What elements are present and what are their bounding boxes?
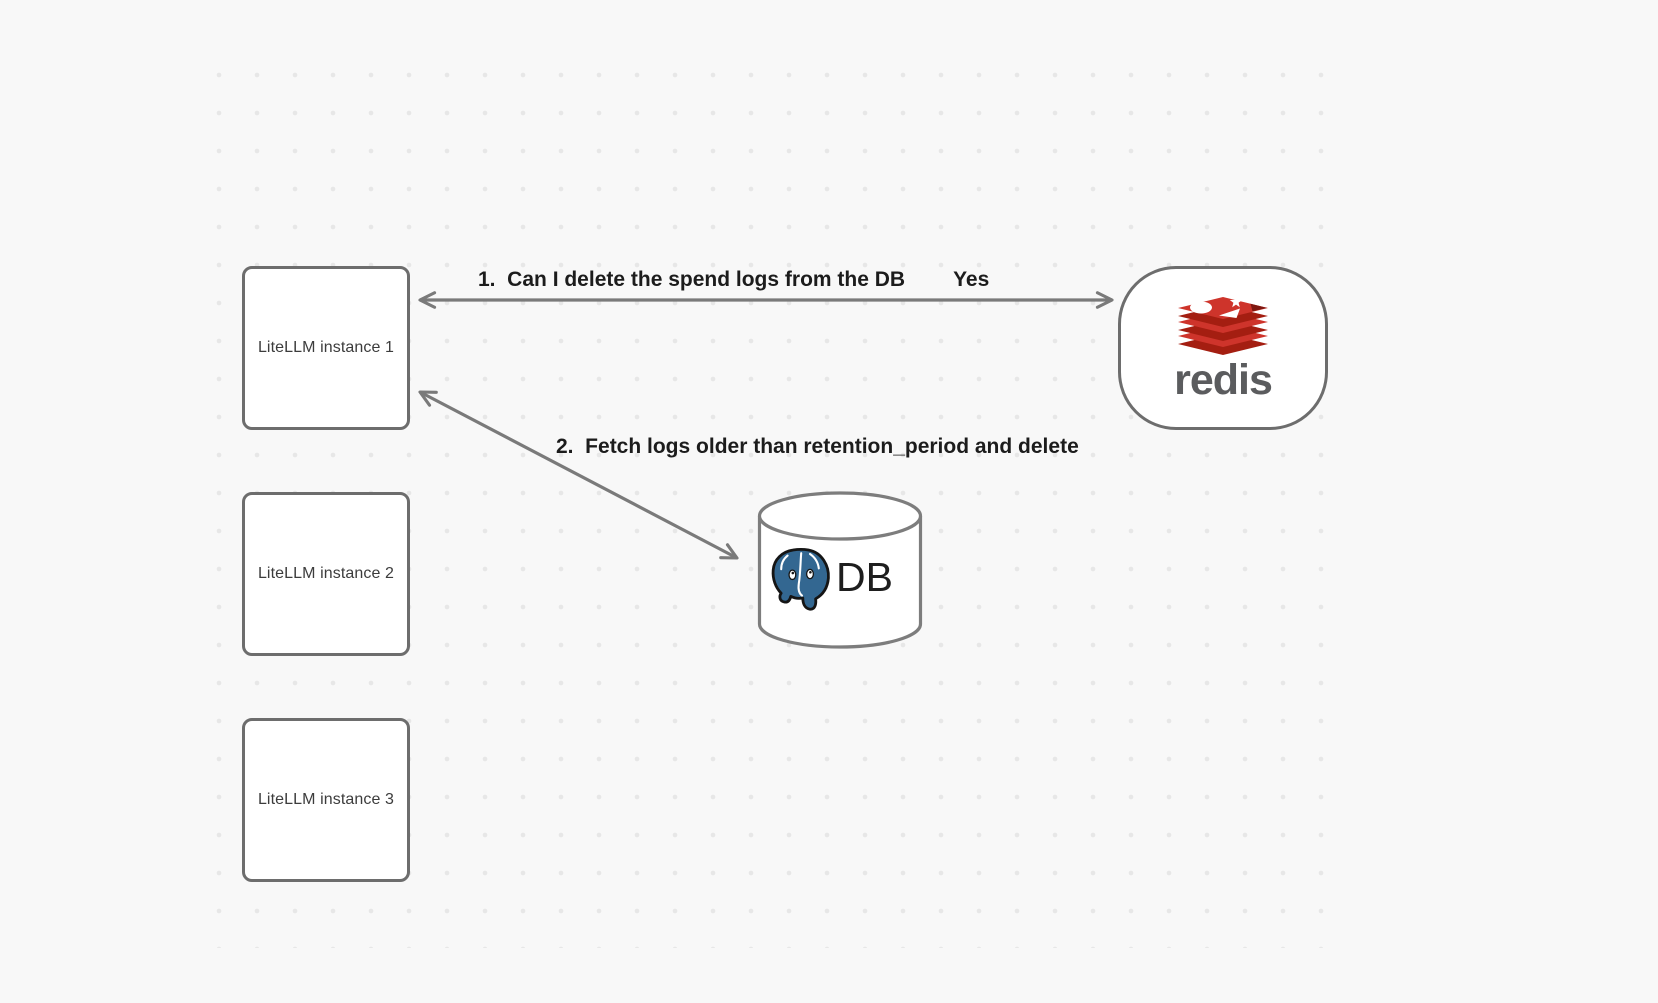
- db-label: DB: [836, 554, 893, 600]
- node-database[interactable]: DB: [756, 489, 924, 651]
- node-litellm-instance-1[interactable]: LiteLLM instance 1: [242, 266, 410, 430]
- node-litellm-instance-2[interactable]: LiteLLM instance 2: [242, 492, 410, 656]
- redis-logo-icon: [1178, 295, 1268, 355]
- arrow1-label-row: 1. Can I delete the spend logs from the …: [478, 267, 989, 292]
- redis-wordmark: redis: [1174, 356, 1273, 404]
- arrow2-label[interactable]: 2. Fetch logs older than retention_perio…: [556, 435, 1079, 458]
- postgresql-elephant-icon: [771, 547, 830, 611]
- node-label: LiteLLM instance 1: [257, 339, 395, 356]
- node-litellm-instance-3[interactable]: LiteLLM instance 3: [242, 718, 410, 882]
- node-redis[interactable]: redis: [1118, 266, 1328, 430]
- arrow1-response-label[interactable]: Yes: [953, 268, 990, 291]
- node-label: LiteLLM instance 2: [257, 565, 395, 582]
- arrow1-label[interactable]: 1. Can I delete the spend logs from the …: [478, 268, 906, 291]
- node-label: LiteLLM instance 3: [257, 791, 395, 808]
